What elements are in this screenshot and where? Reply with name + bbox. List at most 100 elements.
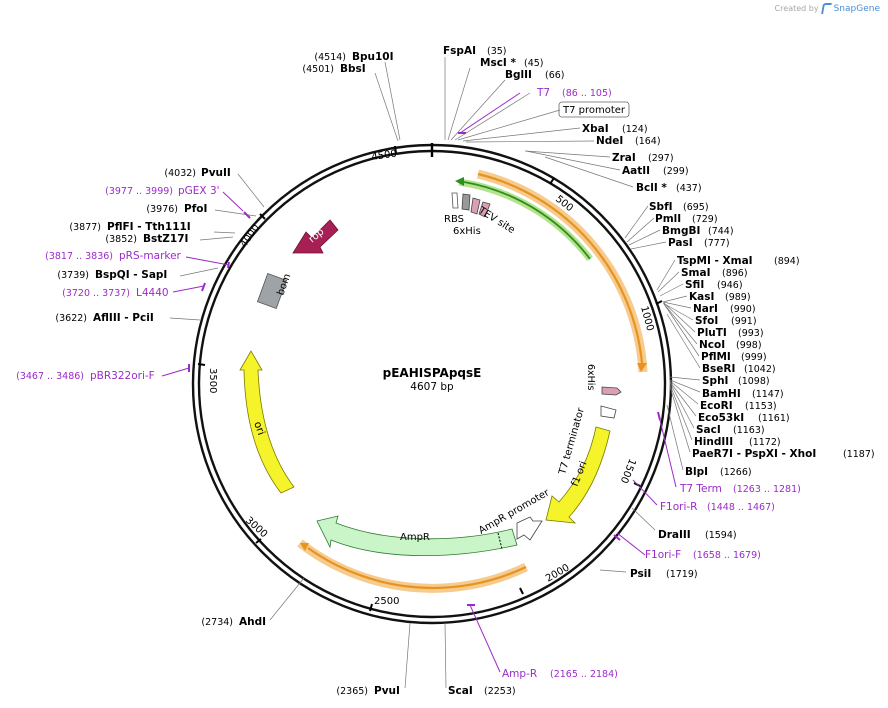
enzyme-label: BstZ17I — [143, 233, 188, 245]
tag-region-line — [463, 181, 591, 260]
primer-range: (3817 .. 3836) — [45, 251, 113, 262]
enzyme-position: (1172) — [749, 437, 781, 448]
enzyme-position: (1163) — [733, 425, 765, 436]
t7-terminator-glyph — [600, 405, 617, 419]
enzyme-position: (164) — [635, 136, 661, 147]
enzyme-position: (2734) — [201, 617, 233, 628]
tick-marks — [197, 145, 663, 612]
primer-range: (2165 .. 2184) — [550, 669, 618, 680]
ampr-cut-marker — [497, 532, 503, 550]
enzyme-position: (35) — [487, 46, 507, 57]
bom-label: bom — [275, 272, 293, 297]
enzyme-position: (3622) — [55, 313, 87, 324]
plasmid-name: pEAHISPApqsE — [383, 366, 482, 380]
ori-label: ori — [251, 420, 267, 437]
primer-label: F1ori-F — [645, 549, 681, 561]
enzyme-position: (1719) — [666, 569, 698, 580]
enzyme-label: Bpu10I — [352, 51, 394, 63]
enzyme-label: BspQI - SapI — [95, 269, 167, 281]
primer-range: (3467 .. 3486) — [16, 371, 84, 382]
primer-label: L4440 — [136, 287, 169, 299]
primer-range: (3720 .. 3737) — [62, 288, 130, 299]
enzyme-label: PmlI — [655, 213, 681, 225]
enzyme-label: PfoI — [184, 203, 207, 215]
enzyme-label: SmaI — [681, 267, 711, 279]
primer-label: T7 — [536, 87, 550, 99]
enzyme-label: EcoRI — [700, 400, 733, 412]
primer-range: (3977 .. 3999) — [105, 186, 173, 197]
created-by-text: Created by — [774, 4, 819, 13]
enzyme-position: (299) — [663, 166, 689, 177]
rbs-his-tev-glyphs — [451, 192, 491, 218]
enzyme-labels-left: (4514) Bpu10I (4501) BbsI (4032) PvuII (… — [55, 51, 400, 697]
enzyme-position: (990) — [730, 304, 756, 315]
enzyme-label: BamHI — [702, 388, 741, 400]
enzyme-label: BmgBI — [662, 225, 700, 237]
enzyme-position: (3976) — [146, 204, 178, 215]
primer-range: (86 .. 105) — [562, 88, 612, 99]
enzyme-position: (4501) — [302, 64, 334, 75]
enzyme-label: ScaI — [448, 685, 473, 697]
gene-bottom-arrow-head — [300, 543, 309, 551]
enzyme-position: (1161) — [758, 413, 790, 424]
enzyme-label: BlpI — [685, 466, 708, 478]
enzyme-label: PflFI - Tth111I — [107, 221, 191, 233]
primer-label: F1ori-R — [660, 501, 697, 513]
enzyme-position: (989) — [725, 292, 751, 303]
primer-marks — [161, 92, 677, 673]
enzyme-position: (1594) — [705, 530, 737, 541]
enzyme-label: SacI — [696, 424, 721, 436]
primer-range: (1263 .. 1281) — [733, 484, 801, 495]
enzyme-position: (3877) — [69, 222, 101, 233]
enzyme-position: (124) — [622, 124, 648, 135]
enzyme-label: SbfI — [649, 201, 673, 213]
enzyme-position: (297) — [648, 153, 674, 164]
enzyme-position: (437) — [676, 183, 702, 194]
ampr-arrow — [316, 515, 518, 557]
enzyme-label: MscI * — [480, 57, 516, 69]
enzyme-label: DraIII — [658, 529, 691, 541]
pqsE-gene-arrow — [477, 172, 644, 364]
tick-label: 2500 — [374, 596, 399, 607]
enzyme-label: AatII — [622, 165, 650, 177]
primer-label: pRS-marker — [119, 250, 182, 262]
bom-box — [256, 272, 288, 310]
leader-lines — [169, 57, 701, 689]
enzyme-position: (1042) — [744, 364, 776, 375]
primer-range: (1658 .. 1679) — [693, 550, 761, 561]
his-tag-label: 6xHis — [453, 226, 481, 237]
enzyme-label: PvuI — [374, 685, 400, 697]
enzyme-position: (4032) — [164, 168, 196, 179]
enzyme-label: SphI — [702, 375, 728, 387]
primer-range: (1448 .. 1467) — [707, 502, 775, 513]
enzyme-label: NarI — [693, 303, 718, 315]
rop-arrow — [292, 219, 339, 254]
enzyme-position: (1187) — [843, 449, 875, 460]
enzyme-label: PasI — [668, 237, 693, 249]
f1-ori-arrow — [545, 426, 611, 524]
tev-site-label: TEV site — [476, 205, 517, 236]
enzyme-label: FspAI — [443, 45, 476, 57]
enzyme-position: (45) — [524, 58, 544, 69]
enzyme-position: (991) — [731, 316, 757, 327]
plasmid-size: 4607 bp — [410, 381, 454, 393]
primer-label: Amp-R — [502, 668, 537, 680]
enzyme-position: (777) — [704, 238, 730, 249]
enzyme-label: NdeI — [596, 135, 623, 147]
enzyme-label: NcoI — [699, 339, 725, 351]
tick-labels: 500 1000 1500 2000 2500 3000 3500 4000 4… — [207, 149, 655, 607]
enzyme-position: (1266) — [720, 467, 752, 478]
enzyme-position: (3739) — [57, 270, 89, 281]
enzyme-position: (993) — [738, 328, 764, 339]
enzyme-label: BbsI — [340, 63, 366, 75]
enzyme-label: KasI — [689, 291, 714, 303]
enzyme-label: HindIII — [694, 436, 733, 448]
enzyme-label: SfoI — [695, 315, 718, 327]
enzyme-position: (946) — [717, 280, 743, 291]
rbs-label: RBS — [444, 214, 464, 225]
enzyme-label: PluTI — [697, 327, 727, 339]
pqsE-arrow-head — [637, 363, 647, 372]
tick-label: 4000 — [238, 223, 262, 250]
enzyme-position: (3852) — [105, 234, 137, 245]
